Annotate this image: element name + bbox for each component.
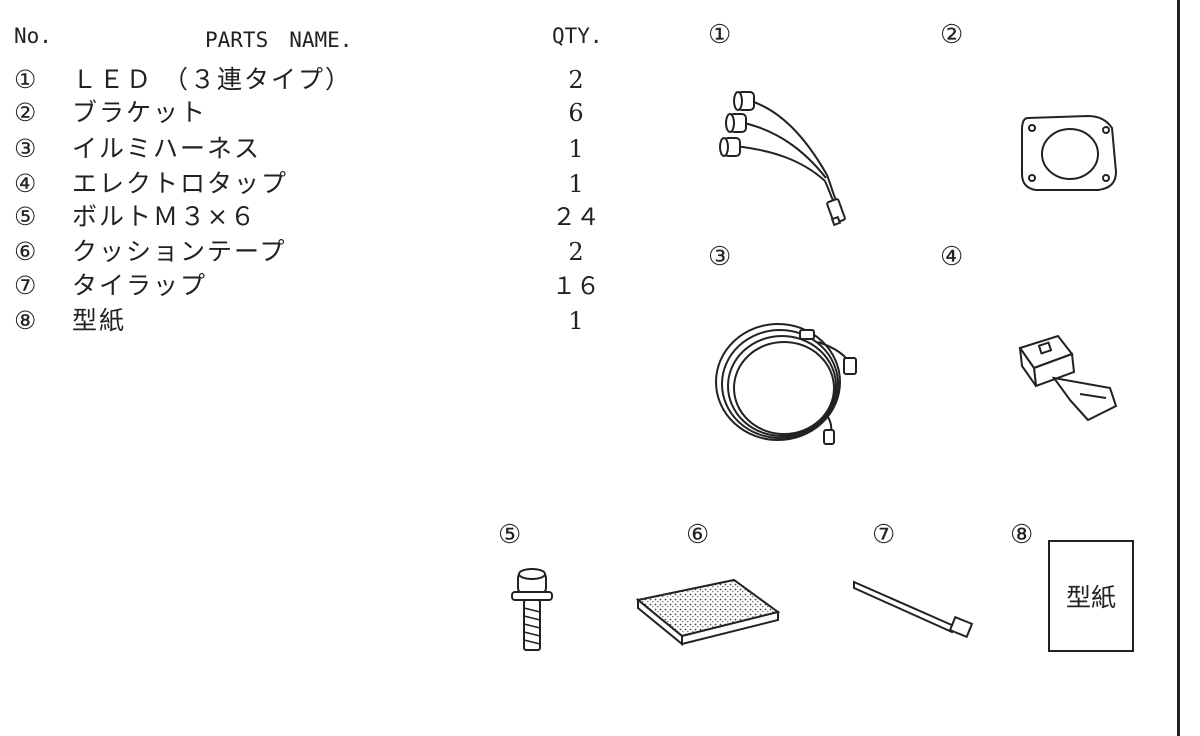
parts-row: ⑤ ボルトＭ３×６ ２４ [0, 201, 640, 233]
figure-label-1: ① [708, 20, 732, 50]
parts-row-name: イルミハーネス [72, 134, 262, 163]
parts-row: ⑦ タイラップ １６ [0, 270, 640, 302]
parts-row-no: ⑦ [14, 271, 37, 300]
parts-row-qty: 1 [568, 307, 584, 335]
parts-row-qty: 1 [568, 135, 584, 163]
template-paper: 型紙 [1048, 540, 1134, 652]
parts-row-no: ⑧ [14, 306, 37, 335]
parts-row-qty: 2 [568, 66, 584, 94]
figure-label-5: ⑤ [498, 520, 522, 550]
figure-label-3: ③ [708, 242, 732, 272]
parts-row-name: クッションテープ [72, 237, 287, 266]
parts-row-no: ⑥ [14, 237, 37, 266]
figure-label-4: ④ [940, 242, 964, 272]
parts-row-name: エレクトロタップ [72, 169, 289, 198]
electro-tap-icon [1018, 334, 1118, 422]
parts-row: ⑧ 型紙 1 [0, 305, 640, 337]
parts-row-name: ブラケット [72, 98, 208, 127]
parts-row: ① ＬＥＤ （３連タイプ） 2 [0, 64, 640, 96]
parts-row-no: ⑤ [14, 202, 37, 231]
bracket-icon [1021, 114, 1118, 191]
parts-row-name: 型紙 [72, 306, 127, 335]
parts-row-qty: １６ [552, 272, 600, 300]
figure-label-2: ② [940, 20, 964, 50]
parts-row: ④ エレクトロタップ 1 [0, 168, 640, 200]
header-parts-name: PARTS NAME. [205, 28, 353, 52]
header-no: No. [14, 24, 52, 48]
tie-wrap-icon [853, 580, 974, 639]
cushion-tape-icon [635, 578, 781, 647]
parts-row-qty: 1 [568, 170, 584, 198]
figure-label-6: ⑥ [686, 520, 710, 550]
parts-row-name: ＬＥＤ （３連タイプ） [72, 65, 352, 94]
header-qty: QTY. [552, 24, 603, 48]
parts-row-name: ボルトＭ３×６ [72, 202, 257, 231]
parts-row-no: ④ [14, 169, 37, 198]
illumination-harness-icon [715, 323, 857, 445]
template-paper-text: 型紙 [1065, 583, 1116, 612]
page-border-right [1177, 0, 1180, 736]
parts-row-no: ② [14, 98, 37, 127]
parts-row-no: ① [14, 65, 37, 94]
parts-row: ⑥ クッションテープ 2 [0, 236, 640, 268]
parts-row-qty: 6 [568, 99, 584, 127]
parts-row: ② ブラケット 6 [0, 97, 640, 129]
led-harness-icon [719, 91, 846, 227]
parts-row-no: ③ [14, 134, 37, 163]
figure-label-8: ⑧ [1010, 520, 1034, 550]
figure-label-7: ⑦ [872, 520, 896, 550]
parts-row-qty: ２４ [552, 203, 600, 231]
bolt-icon [511, 568, 553, 651]
parts-row-name: タイラップ [72, 271, 208, 300]
parts-row: ③ イルミハーネス 1 [0, 133, 640, 165]
parts-row-qty: 2 [568, 238, 584, 266]
